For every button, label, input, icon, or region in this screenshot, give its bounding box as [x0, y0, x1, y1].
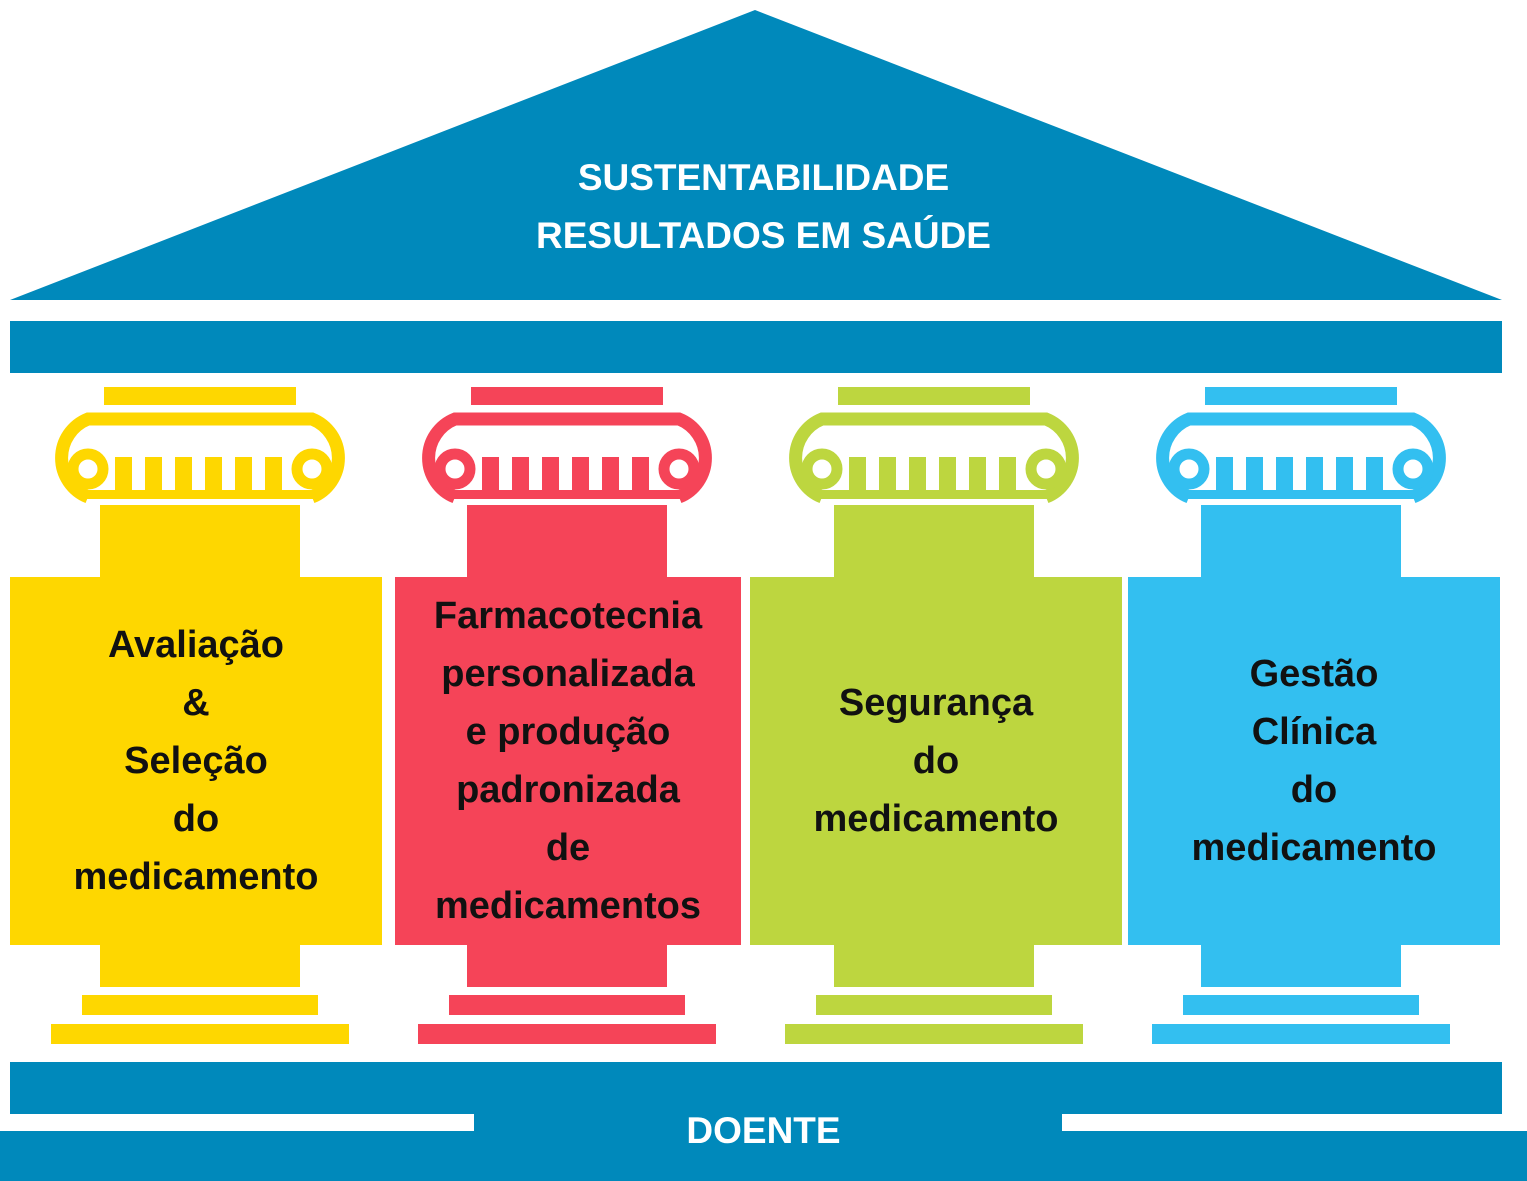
pillar-capital-bar — [999, 457, 1016, 491]
pillar-shaft — [1128, 577, 1500, 945]
pillar-capital-bar — [235, 457, 252, 491]
pillar-capital-bar — [1276, 457, 1293, 491]
pillar-shaft — [10, 577, 382, 945]
pillar-capital-bar — [482, 457, 499, 491]
pillar-capital-scroll — [1156, 412, 1446, 504]
pillar-gestao — [1128, 387, 1500, 1044]
pillar-capital-ledge — [814, 490, 1054, 499]
pillar-plinth-upper — [449, 995, 685, 1015]
pillar-label-farmacotecnia: Farmacotecnia personalizada e produção p… — [433, 595, 703, 927]
pillar-neck — [834, 505, 1034, 580]
pillar-capital-bar — [542, 457, 559, 491]
pillar-avaliacao — [10, 387, 382, 1044]
pillar-capital-bar — [849, 457, 866, 491]
pillar-shaft — [395, 577, 741, 945]
foundation-beam — [10, 1062, 1502, 1114]
pillar-abacus — [104, 387, 296, 405]
pillar-volute-left — [801, 448, 843, 490]
pillar-capital-bar — [602, 457, 619, 491]
pillar-plinth-lower — [51, 1024, 349, 1044]
pillar-capital-bar — [939, 457, 956, 491]
pillar-capital-bar — [632, 457, 649, 491]
pillar-lower-neck — [467, 943, 667, 987]
pillar-lower-neck — [1201, 943, 1401, 987]
pillar-capital-bar — [1336, 457, 1353, 491]
pillar-plinth-upper — [1183, 995, 1419, 1015]
pillar-abacus — [1205, 387, 1397, 405]
pillar-capital-ledge — [80, 490, 320, 499]
pillar-capital-bar — [969, 457, 986, 491]
pillar-lower-neck — [834, 943, 1034, 987]
pillar-volute-left — [1168, 448, 1210, 490]
pillar-volute-right — [658, 448, 700, 490]
pillar-capital-bar — [512, 457, 529, 491]
pillar-neck — [100, 505, 300, 580]
pillar-capital-scroll — [789, 412, 1079, 504]
pillar-capital-bar — [1216, 457, 1233, 491]
pillar-volute-left — [434, 448, 476, 490]
pillar-volute-right — [1025, 448, 1067, 490]
pillar-abacus — [838, 387, 1030, 405]
pillar-plinth-upper — [816, 995, 1052, 1015]
pillar-capital-bar — [205, 457, 222, 491]
pillar-capital-bar — [265, 457, 282, 491]
pillar-volute-left — [67, 448, 109, 490]
pillar-capital-bar — [175, 457, 192, 491]
pillar-shaft — [750, 577, 1122, 945]
roof-title-line2: RESULTADOS EM SAÚDE — [536, 215, 991, 256]
pillar-capital-bar — [572, 457, 589, 491]
pillar-capital-ledge — [447, 490, 687, 499]
pillar-volute-right — [291, 448, 333, 490]
pillar-label-seguranca: Segurança do medicamento — [813, 682, 1059, 840]
pillar-capital-scroll — [55, 412, 345, 504]
label-plinth — [474, 1110, 1062, 1160]
pillar-capital-bar — [1366, 457, 1383, 491]
pillar-capital-bar — [879, 457, 896, 491]
pillar-plinth-lower — [1152, 1024, 1450, 1044]
pillar-capital-bar — [909, 457, 926, 491]
pillar-capital-bar — [145, 457, 162, 491]
pillar-label-gestao: Gestão Clínica do medicamento — [1191, 653, 1437, 869]
pillar-capital-ledge — [1181, 490, 1421, 499]
pillar-neck — [467, 505, 667, 580]
pillar-capital-bar — [1246, 457, 1263, 491]
pillar-plinth-lower — [418, 1024, 716, 1044]
pillar-lower-neck — [100, 943, 300, 987]
roof-triangle — [10, 10, 1502, 300]
pillar-seguranca — [750, 387, 1122, 1044]
pillar-volute-right — [1392, 448, 1434, 490]
roof-title-line1: SUSTENTABILIDADE — [577, 157, 950, 198]
pillar-neck — [1201, 505, 1401, 580]
pillar-plinth-upper — [82, 995, 318, 1015]
pillars-layer — [10, 387, 1500, 1044]
architrave-beam — [10, 321, 1502, 373]
pillar-capital-scroll — [422, 412, 712, 504]
pillar-label-avaliacao: Avaliação & Seleção do medicamento — [73, 624, 319, 898]
base-label: DOENTE — [686, 1110, 841, 1151]
pillar-abacus — [471, 387, 663, 405]
pillar-plinth-lower — [785, 1024, 1083, 1044]
pillar-farmacotecnia — [395, 387, 741, 1044]
pillar-capital-bar — [1306, 457, 1323, 491]
pillar-capital-bar — [115, 457, 132, 491]
